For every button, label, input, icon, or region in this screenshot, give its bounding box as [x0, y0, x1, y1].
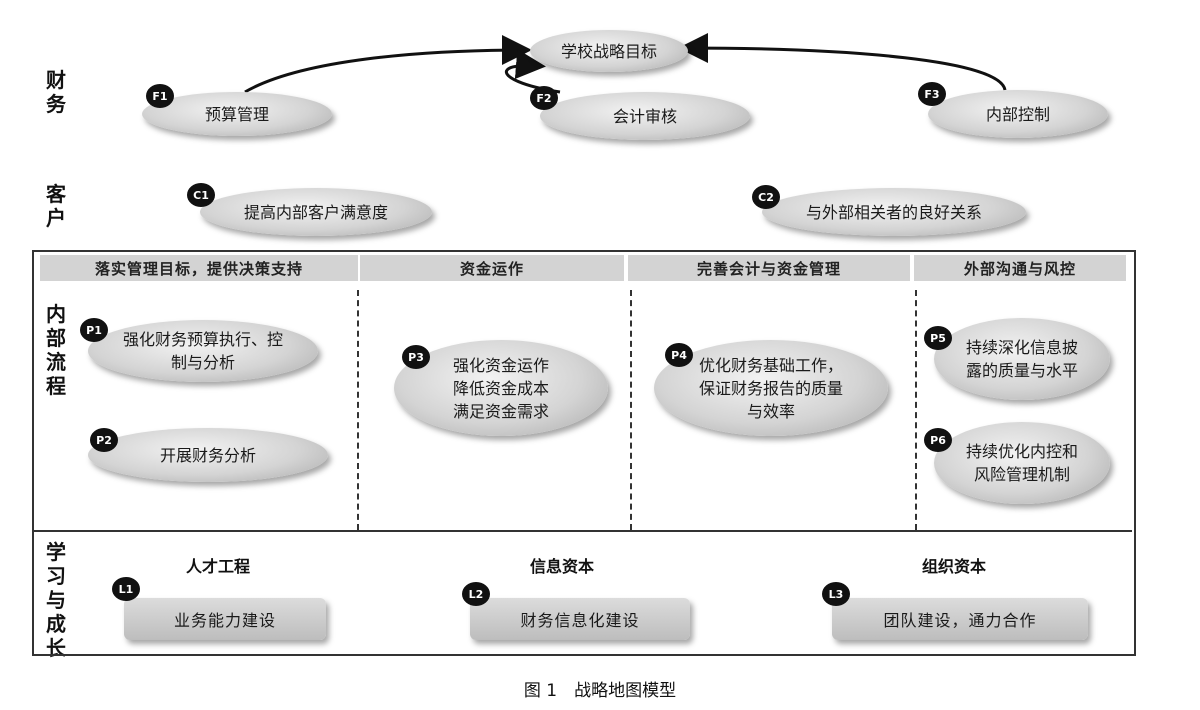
learning-header-1: 人才工程: [186, 557, 251, 576]
badge-p1: P1: [80, 318, 108, 342]
column-divider-3: [915, 290, 917, 530]
perspective-customer-label: 客户: [46, 182, 66, 230]
internal-header-4: 外部沟通与风控: [914, 255, 1126, 281]
arrow-f1-to-goal: [244, 35, 532, 94]
badge-p3: P3: [402, 345, 430, 369]
internal-item-p5: 持续深化信息披露的质量与水平: [934, 318, 1110, 400]
badge-f2: F2: [530, 86, 558, 110]
internal-learning-frame: [32, 250, 1136, 656]
internal-header-1: 落实管理目标，提供决策支持: [40, 255, 358, 281]
perspective-internal-label: 内部流程: [46, 302, 66, 398]
internal-item-p6: 持续优化内控和风险管理机制: [934, 422, 1110, 504]
badge-l2: L2: [462, 582, 490, 606]
customer-item-c1: 提高内部客户满意度: [200, 188, 432, 236]
internal-item-label: 开展财务分析: [159, 445, 256, 465]
perspective-finance-label: 财务: [46, 68, 66, 116]
customer-item-label: 提高内部客户满意度: [243, 202, 388, 222]
strategic-goal-ellipse: 学校战略目标: [530, 30, 688, 72]
finance-item-label: 预算管理: [204, 104, 269, 124]
finance-item-label: 会计审核: [612, 106, 677, 126]
internal-item-label: 优化财务基础工作，保证财务报告的质量与效率: [698, 355, 843, 421]
badge-p2: P2: [90, 428, 118, 452]
strategic-goal-label: 学校战略目标: [560, 41, 657, 61]
learning-item-label: 财务信息化建设: [520, 611, 640, 630]
badge-p5: P5: [924, 326, 952, 350]
learning-divider: [34, 530, 1132, 532]
internal-item-label: 持续优化内控和风险管理机制: [966, 442, 1079, 484]
column-divider-1: [357, 290, 359, 530]
badge-f1: F1: [146, 84, 174, 108]
badge-l1: L1: [112, 577, 140, 601]
internal-item-p2: 开展财务分析: [88, 428, 328, 482]
badge-c2: C2: [752, 185, 780, 209]
learning-item-label: 业务能力建设: [173, 611, 276, 630]
column-divider-2: [630, 290, 632, 530]
internal-header-3: 完善会计与资金管理: [628, 255, 910, 281]
arrow-f3-to-goal: [678, 33, 1007, 91]
badge-l3: L3: [822, 582, 850, 606]
learning-item-l3: 团队建设，通力合作: [832, 598, 1088, 640]
finance-item-f2: 会计审核: [540, 92, 750, 140]
customer-item-c2: 与外部相关者的良好关系: [762, 188, 1026, 236]
finance-item-f3: 内部控制: [928, 90, 1108, 138]
learning-header-3: 组织资本: [922, 557, 987, 576]
learning-item-l2: 财务信息化建设: [470, 598, 690, 640]
internal-item-p1: 强化财务预算执行、控制与分析: [88, 320, 318, 382]
internal-header-2: 资金运作: [360, 255, 624, 281]
finance-item-f1: 预算管理: [142, 92, 332, 136]
badge-f3: F3: [918, 82, 946, 106]
learning-item-l1: 业务能力建设: [124, 598, 326, 640]
badge-p6: P6: [924, 428, 952, 452]
internal-item-label: 强化资金运作降低资金成本满足资金需求: [452, 355, 549, 421]
badge-p4: P4: [665, 343, 693, 367]
figure-caption: 图 1 战略地图模型: [523, 681, 677, 701]
learning-header-2: 信息资本: [530, 557, 595, 576]
internal-item-label: 持续深化信息披露的质量与水平: [966, 338, 1079, 380]
customer-item-label: 与外部相关者的良好关系: [805, 202, 982, 222]
learning-item-label: 团队建设，通力合作: [883, 611, 1037, 630]
finance-item-label: 内部控制: [985, 104, 1050, 124]
internal-item-p4: 优化财务基础工作，保证财务报告的质量与效率: [654, 340, 888, 436]
badge-c1: C1: [187, 183, 215, 207]
internal-item-label: 强化财务预算执行、控制与分析: [122, 330, 283, 372]
